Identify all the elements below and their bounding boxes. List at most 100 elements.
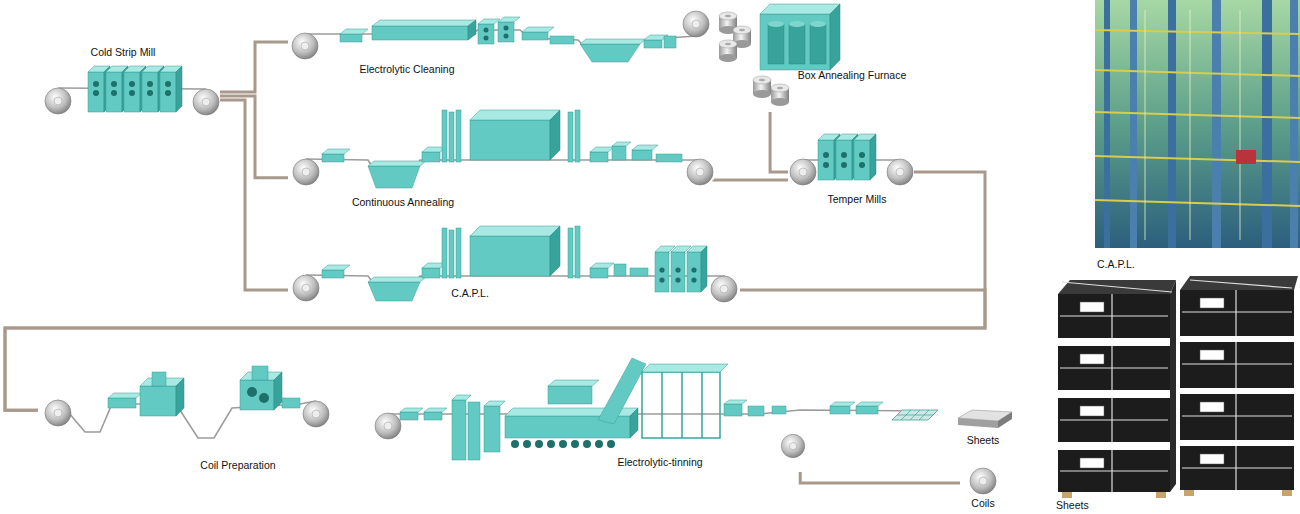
continuous-annealing-drawing-part	[575, 110, 580, 162]
electrolytic-tinning-drawing-part	[511, 440, 519, 448]
process-unit: Electrolytic Cleaning	[288, 8, 712, 78]
capl-drawing-part	[659, 277, 664, 282]
coil-preparation-drawing-part	[108, 398, 136, 408]
process-unit: Sheets	[952, 406, 1014, 448]
electrolytic-tinning-drawing-part	[748, 406, 764, 416]
flow-line	[714, 178, 788, 181]
sheets-icon-part	[958, 418, 998, 428]
sheets-photo-part-part	[1200, 402, 1224, 412]
electrolytic-tinning-drawing-part	[598, 358, 646, 424]
box-annealing-furnace-drawing-part	[810, 21, 826, 27]
sheets-photo	[1058, 276, 1298, 498]
capl-drawing-part	[675, 267, 680, 272]
capl-photo-part-part	[1095, 112, 1300, 118]
capl-drawing-part	[671, 252, 685, 292]
sheets-photo-part-part	[1060, 450, 1168, 492]
temper-mills-drawing-part	[836, 140, 852, 180]
flow-line	[5, 290, 985, 410]
electrolytic-cleaning-drawing-part	[478, 19, 500, 24]
electrolytic-tinning-drawing-part	[400, 408, 423, 412]
electrolytic-cleaning-drawing-part	[683, 11, 709, 37]
box-annealing-furnace-drawing-part	[760, 4, 840, 14]
capl-drawing-part	[422, 268, 440, 278]
continuous-annealing-drawing-part	[442, 110, 447, 162]
capl-drawing-part	[322, 265, 350, 270]
sheets-photo-part-part	[1080, 406, 1104, 416]
electrolytic-cleaning-drawing-part	[292, 33, 318, 59]
process-unit: Cold Strip Mill	[40, 44, 220, 120]
electrolytic-tinning-drawing-part	[701, 372, 703, 438]
sheets-photo-part	[1060, 280, 1292, 492]
box-annealing-furnace-drawing-part	[753, 76, 771, 98]
electrolytic-tinning-drawing-part	[571, 440, 579, 448]
temper-mills-drawing-part	[841, 162, 847, 168]
capl-drawing-part	[550, 226, 560, 276]
electrolytic-tinning-drawing-part	[772, 406, 786, 414]
coil-preparation-drawing-part	[152, 372, 166, 386]
capl-drawing-part	[470, 226, 560, 236]
continuous-annealing-drawing-part	[470, 110, 560, 120]
sheets-photo-part-part	[1060, 398, 1168, 442]
capl-drawing-part	[368, 277, 426, 282]
temper-mills-drawing	[790, 134, 913, 185]
continuous-annealing-drawing-part	[568, 112, 573, 162]
unit-label: Coil Preparation	[200, 459, 275, 471]
cold-strip-mill-drawing-part	[111, 90, 117, 96]
capl-photo-part	[1236, 150, 1256, 164]
sheets-photo-part-part	[1200, 298, 1224, 308]
sheets-photo-part-part	[1182, 446, 1292, 490]
electrolytic-cleaning-drawing-part	[498, 17, 520, 22]
continuous-annealing-drawing-part	[368, 161, 426, 166]
electrolytic-cleaning-drawing-part	[664, 36, 676, 48]
continuous-annealing-drawing-part	[368, 166, 420, 188]
continuous-annealing-drawing-part	[590, 147, 614, 152]
cold-strip-mill-drawing-part	[124, 72, 140, 112]
electrolytic-tinning-drawing-part	[400, 412, 418, 420]
electrolytic-tinning-drawing-part	[484, 406, 500, 452]
photo-caption: Sheets	[1056, 499, 1089, 511]
cold-strip-mill-drawing-part	[160, 72, 176, 112]
capl-photo-part-part	[1145, 10, 1146, 240]
unit-label: Temper Mills	[828, 193, 887, 205]
capl-drawing-part	[575, 226, 580, 278]
cold-strip-mill-drawing-part	[165, 90, 171, 96]
cold-strip-mill-drawing-part	[142, 72, 158, 112]
capl-drawing-part	[711, 276, 737, 302]
process-unit: Coil Preparation	[38, 362, 336, 474]
electrolytic-cleaning-drawing-part	[340, 29, 368, 34]
continuous-annealing-drawing-part	[422, 152, 440, 162]
coils-icon-part	[970, 468, 996, 494]
box-annealing-furnace-drawing-part	[810, 24, 826, 64]
electrolytic-tinning-drawing-part	[630, 408, 638, 438]
temper-mills-drawing-part	[870, 134, 876, 180]
cold-strip-mill-drawing-part	[93, 81, 99, 87]
electrolytic-tinning-drawing-part	[452, 395, 471, 400]
electrolytic-tinning-drawing-part	[607, 440, 615, 448]
capl-photo	[1095, 0, 1300, 248]
coil-preparation-drawing-part	[176, 378, 184, 416]
electrolytic-cleaning-drawing-part	[644, 40, 662, 48]
flow-line	[800, 472, 960, 483]
sheets-photo-part-part	[1058, 450, 1170, 492]
cold-strip-mill-drawing-part	[147, 90, 153, 96]
sheets-photo-part-part	[1182, 280, 1292, 336]
temper-mills-drawing-part	[818, 140, 834, 180]
capl-drawing-part	[368, 282, 420, 301]
electrolytic-tinning-drawing-part	[642, 372, 720, 438]
electrolytic-tinning-drawing-part	[681, 372, 683, 438]
capl-drawing-part	[456, 228, 461, 278]
temper-mills-drawing-part	[823, 152, 829, 158]
temper-mills-drawing-part	[859, 152, 865, 158]
continuous-annealing-drawing-part	[612, 146, 626, 160]
capl-drawing-part	[442, 228, 447, 278]
cold-strip-mill-drawing	[45, 66, 219, 115]
sheets-photo-part-part	[1200, 350, 1224, 360]
electrolytic-tinning-drawing-part	[892, 410, 938, 420]
capl-photo-part-part	[1190, 10, 1191, 240]
continuous-annealing-drawing-part	[612, 142, 631, 146]
sheets-photo-part	[1062, 490, 1292, 498]
capl-drawing-part	[659, 267, 664, 272]
sheets-photo-part-part	[1058, 346, 1170, 390]
coil-preparation-drawing-part	[282, 398, 300, 408]
